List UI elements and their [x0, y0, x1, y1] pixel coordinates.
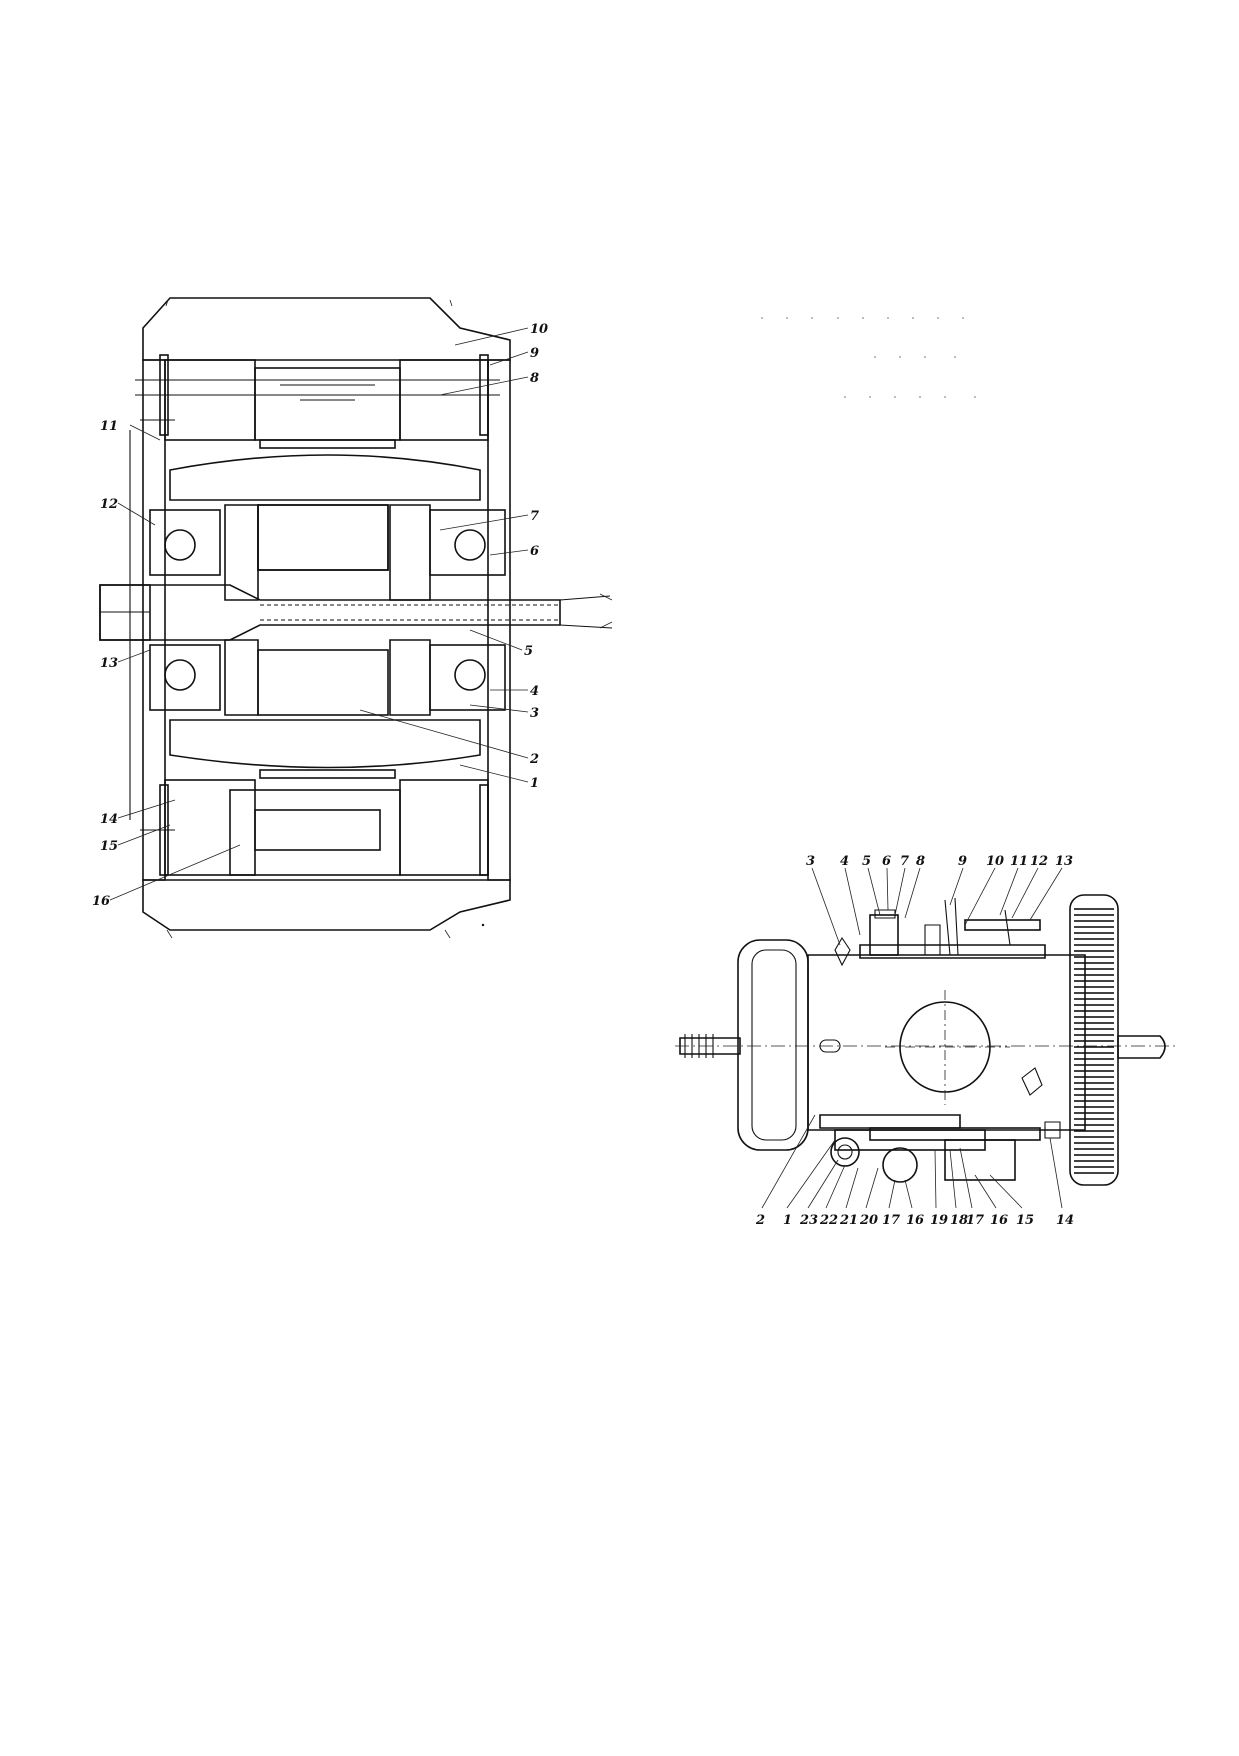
callout-right-13: 13	[1055, 854, 1073, 869]
callout-left-1: 1	[530, 776, 539, 791]
right-callouts: 3 4 5 6 7 8 9 10 11 12 13 2 1 23 22 21 2…	[755, 854, 1074, 1228]
callout-left-10: 10	[530, 322, 548, 337]
callout-right-5: 5	[862, 854, 871, 869]
callout-right-21: 21	[839, 1213, 858, 1228]
callout-right-6: 6	[882, 854, 891, 869]
callout-left-14: 14	[100, 812, 118, 827]
callout-right-16a: 16	[906, 1213, 924, 1228]
callout-left-8: 8	[530, 371, 539, 386]
callout-right-16b: 16	[990, 1213, 1008, 1228]
callout-right-3: 3	[806, 854, 815, 869]
motor-section-drawing	[99, 297, 613, 931]
callout-left-3: 3	[530, 706, 539, 721]
callout-right-17a: 17	[882, 1213, 900, 1228]
callout-left-12: 12	[100, 497, 118, 512]
faint-dots	[761, 317, 976, 398]
callout-right-18: 18	[950, 1213, 968, 1228]
callout-left-5: 5	[524, 644, 533, 659]
callout-right-9: 9	[958, 854, 967, 869]
callout-left-9: 9	[530, 346, 539, 361]
callout-right-1: 1	[783, 1213, 792, 1228]
callout-left-4: 4	[530, 684, 539, 699]
callout-left-13: 13	[100, 656, 118, 671]
callout-right-22: 22	[819, 1213, 838, 1228]
callout-right-10: 10	[986, 854, 1004, 869]
assembly-drawing	[675, 894, 1175, 1186]
callout-right-17b: 17	[966, 1213, 984, 1228]
callout-left-6: 6	[530, 544, 539, 559]
callout-right-19: 19	[930, 1213, 948, 1228]
callout-left-11: 11	[100, 419, 118, 434]
callout-right-11: 11	[1010, 854, 1028, 869]
left-callouts: 10 9 8 11 12 7 6 5 13 4 3 2 1 14 15 16	[92, 322, 548, 909]
speck-marks	[165, 299, 485, 939]
callout-right-12: 12	[1030, 854, 1048, 869]
callout-left-16: 16	[92, 894, 110, 909]
callout-right-15: 15	[1016, 1213, 1034, 1228]
callout-left-2: 2	[529, 752, 539, 767]
callout-right-2: 2	[755, 1213, 765, 1228]
callout-right-23: 23	[799, 1213, 818, 1228]
callout-left-15: 15	[100, 839, 118, 854]
callout-right-8: 8	[916, 854, 925, 869]
callout-right-7: 7	[900, 854, 909, 869]
callout-right-4: 4	[840, 854, 849, 869]
callout-left-7: 7	[530, 509, 539, 524]
callout-right-14: 14	[1056, 1213, 1074, 1228]
callout-right-20: 20	[859, 1213, 878, 1228]
